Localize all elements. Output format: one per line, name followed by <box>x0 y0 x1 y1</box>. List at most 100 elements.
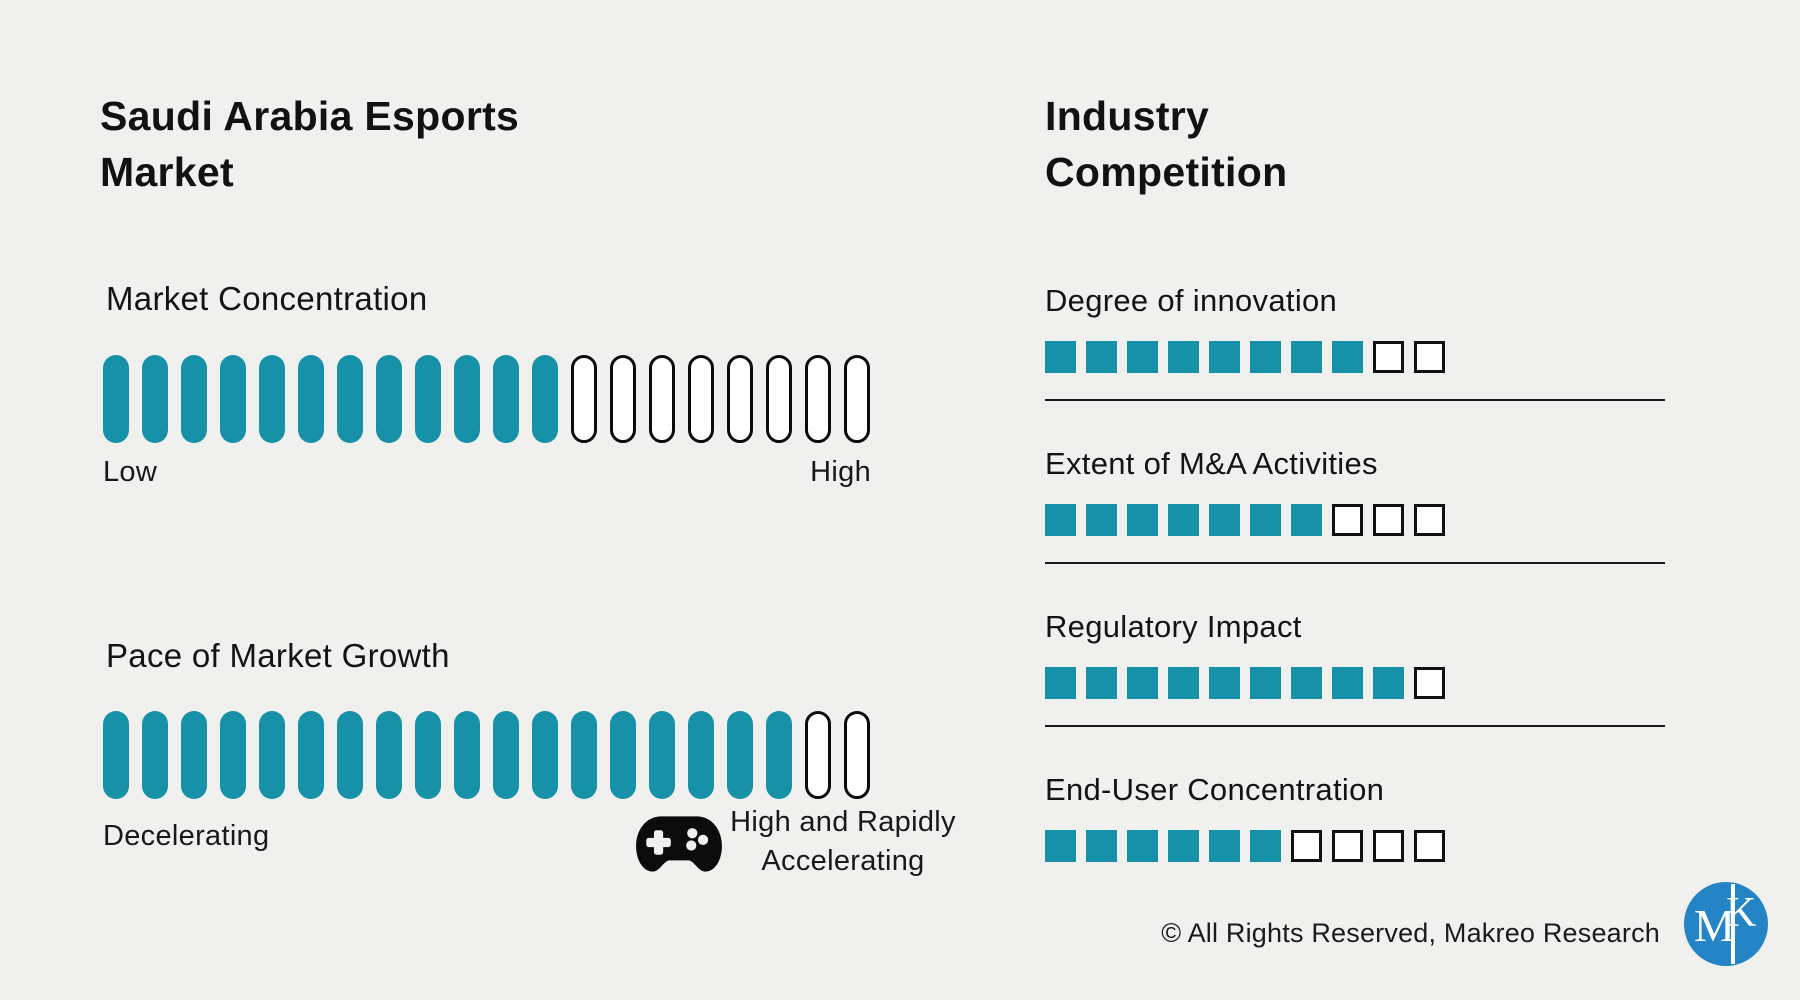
gamepad-icon <box>636 816 722 872</box>
gauge-heading-pace-of-growth: Pace of Market Growth <box>106 637 450 674</box>
rating-square-filled <box>1086 504 1117 536</box>
gauge-pill-empty <box>844 711 870 799</box>
rating-squares <box>1045 830 1665 862</box>
gauge-pill-empty <box>766 355 792 443</box>
gauge-pill-filled <box>220 355 246 443</box>
scale-label-low: Low <box>103 456 158 488</box>
rating-square-empty <box>1414 341 1445 373</box>
gauge-pill-filled <box>415 355 441 443</box>
gauge-pill-filled <box>454 711 480 799</box>
rating-square-filled <box>1045 341 1076 373</box>
gauge-pill-filled <box>181 355 207 443</box>
logo-letter-k: K <box>1726 890 1757 936</box>
accel-label-line-2: Accelerating <box>761 845 925 877</box>
rating-item: Degree of innovation <box>1045 283 1665 401</box>
gauge-pill-filled <box>376 711 402 799</box>
rating-square-filled <box>1045 830 1076 862</box>
logo-circle <box>1684 882 1768 966</box>
gauge-pill-empty <box>727 355 753 443</box>
rating-square-filled <box>1250 504 1281 536</box>
rating-squares <box>1045 667 1665 699</box>
right-panel-title: Industry Competition <box>1045 88 1287 200</box>
rating-square-filled <box>1045 504 1076 536</box>
gauge-pill-filled <box>376 355 402 443</box>
rating-label: Degree of innovation <box>1045 283 1338 318</box>
gauge-pill-filled <box>103 711 129 799</box>
right-title-line-2: Competition <box>1045 149 1288 195</box>
gauge-pill-filled <box>259 355 285 443</box>
gauge-pill-filled <box>649 711 675 799</box>
scale-label-high: High <box>810 456 871 488</box>
rating-item: End-User Concentration <box>1045 772 1665 862</box>
gauge-pill-filled <box>571 711 597 799</box>
gauge-pill-empty <box>610 355 636 443</box>
gauge-heading-market-concentration: Market Concentration <box>106 280 428 317</box>
gauge-pill-filled <box>259 711 285 799</box>
scale-label-accelerating: High and Rapidly Accelerating <box>718 803 968 881</box>
scale-label-decelerating: Decelerating <box>103 820 270 852</box>
rating-item: Extent of M&A Activities <box>1045 446 1665 564</box>
rating-square-empty <box>1414 667 1445 699</box>
rating-square-filled <box>1250 667 1281 699</box>
rating-squares <box>1045 341 1665 373</box>
rating-square-filled <box>1086 830 1117 862</box>
gauge-pill-filled <box>142 711 168 799</box>
rating-square-empty <box>1373 830 1404 862</box>
rating-square-filled <box>1168 504 1199 536</box>
gauge-pill-filled <box>493 355 519 443</box>
rating-square-filled <box>1168 830 1199 862</box>
rating-square-empty <box>1373 341 1404 373</box>
gauge-pill-filled <box>610 711 636 799</box>
gauge-pill-empty <box>844 355 870 443</box>
gauge-pill-empty <box>649 355 675 443</box>
rating-square-filled <box>1086 667 1117 699</box>
rating-square-filled <box>1127 667 1158 699</box>
rating-square-empty <box>1414 830 1445 862</box>
rating-square-filled <box>1127 504 1158 536</box>
rating-square-empty <box>1373 504 1404 536</box>
rating-divider <box>1045 562 1665 564</box>
gauge-pill-empty <box>805 355 831 443</box>
gauge-pill-filled <box>766 711 792 799</box>
rating-label: Extent of M&A Activities <box>1045 446 1378 481</box>
rating-square-empty <box>1332 830 1363 862</box>
gauge-pill-empty <box>688 355 714 443</box>
rating-divider <box>1045 399 1665 401</box>
gauge-scale-labels-market-concentration: Low High <box>103 456 871 489</box>
gauge-pill-empty <box>571 355 597 443</box>
rating-square-filled <box>1373 667 1404 699</box>
makreo-logo: M K <box>1684 882 1768 966</box>
gauge-pill-filled <box>415 711 441 799</box>
rating-label: Regulatory Impact <box>1045 609 1302 644</box>
left-title-line-2: Market <box>100 149 234 195</box>
rating-square-filled <box>1332 667 1363 699</box>
rating-square-filled <box>1209 667 1240 699</box>
rating-square-filled <box>1168 667 1199 699</box>
rating-square-filled <box>1332 341 1363 373</box>
rating-square-filled <box>1250 341 1281 373</box>
accel-label-line-1: High and Rapidly <box>730 806 956 838</box>
rating-square-filled <box>1209 504 1240 536</box>
rating-square-filled <box>1168 341 1199 373</box>
rating-square-filled <box>1209 341 1240 373</box>
gauge-pill-filled <box>493 711 519 799</box>
rating-square-filled <box>1127 341 1158 373</box>
rating-square-filled <box>1086 341 1117 373</box>
gauge-pill-empty <box>805 711 831 799</box>
left-title-line-1: Saudi Arabia Esports <box>100 93 520 139</box>
right-title-line-1: Industry <box>1045 93 1210 139</box>
left-panel-title: Saudi Arabia Esports Market <box>100 88 519 200</box>
gauge-pill-filled <box>532 711 558 799</box>
rating-square-filled <box>1291 341 1322 373</box>
gauge-pill-filled <box>337 355 363 443</box>
rating-label: End-User Concentration <box>1045 772 1385 807</box>
rating-square-filled <box>1250 830 1281 862</box>
gauge-pill-filled <box>142 355 168 443</box>
gauge-pill-filled <box>532 355 558 443</box>
rating-square-filled <box>1291 504 1322 536</box>
gauge-bars-pace-of-growth <box>103 711 870 799</box>
rating-square-filled <box>1209 830 1240 862</box>
gauge-bars-market-concentration <box>103 355 870 443</box>
